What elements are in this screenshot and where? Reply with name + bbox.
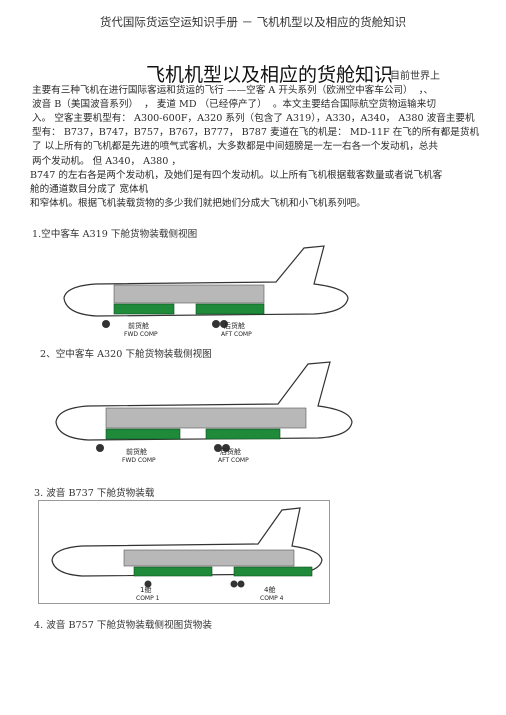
intro-line-2: 波音 B（美国波音系列） ， 麦道 MD （已经停产了） 。本文主要结合国际航空… bbox=[32, 99, 436, 110]
aft-comp-label: 后货舱 bbox=[220, 447, 241, 456]
caption-b757: 4. 波音 B757 下舱货物装载侧视图货物装 bbox=[34, 620, 212, 631]
caption-a319: 1.空中客车 A319 下舱货物装载侧视图 bbox=[32, 229, 198, 240]
comp1-en-label: COMP 1 bbox=[136, 595, 160, 602]
page-header: 货代国际货运空运知识手册 － 飞机机型以及相应的货舱知识 bbox=[99, 15, 407, 29]
intro-line-8: 舱的通道数目分成了 宽体机 bbox=[30, 184, 149, 195]
caption-b737: 3. 波音 B737 下舱货物装载 bbox=[34, 488, 155, 499]
intro-line-1: 主要有三种飞机在进行国际客运和货运的飞行 ——空客 A 开头系列（欧洲空中客车公… bbox=[32, 85, 434, 96]
comp4-en-label: COMP 4 bbox=[260, 595, 284, 602]
a320-cargo-diagram: 前货舱 FWD COMP 后货舱 AFT COMP bbox=[55, 361, 353, 464]
fwd-comp-en-label: FWD COMP bbox=[124, 331, 158, 338]
intro-line-3: 入。 空客主要机型有： A300-600F，A320 系列（包含了 A319），… bbox=[32, 113, 475, 124]
fwd-comp-label: 前货舱 bbox=[126, 447, 147, 456]
intro-line-6: 两个发动机。 但 A340， A380 ， bbox=[32, 156, 182, 167]
aft-comp-label: 后货舱 bbox=[224, 321, 245, 330]
document-title: 飞机机型以及相应的货舱知识 bbox=[146, 64, 394, 86]
comp1-label: 1舱 bbox=[140, 585, 151, 594]
intro-line-9: 和窄体机。根据飞机装载货物的多少我们就把她们分成大飞机和小飞机系列吧。 bbox=[30, 198, 366, 209]
intro-line-4: 型有： B737，B747，B757，B767，B777， B787 麦道在飞的… bbox=[32, 127, 480, 138]
fwd-comp-label: 前货舱 bbox=[128, 321, 149, 330]
intro-line-5: 了 以上所有的飞机都是先进的喷气式客机，大多数都是中间翅膀是一左一右各一个发动机… bbox=[32, 141, 438, 152]
caption-a320: 2、空中客车 A320 下舱货物装载侧视图 bbox=[40, 349, 212, 360]
comp4-label: 4舱 bbox=[264, 585, 275, 594]
fwd-comp-en-label: FWD COMP bbox=[122, 457, 156, 464]
title-trailing-text: 目前世界上 bbox=[390, 71, 440, 82]
a319-cargo-diagram: 前货舱 FWD COMP 后货舱 AFT COMP bbox=[63, 245, 349, 338]
aft-comp-en-label: AFT COMP bbox=[221, 331, 252, 338]
aft-comp-en-label: AFT COMP bbox=[218, 457, 249, 464]
b737-cargo-diagram: 1舱 COMP 1 4舱 COMP 4 bbox=[38, 500, 330, 604]
intro-line-7: B747 的左右各是两个发动机，及她们是有四个发动机。以上所有飞机根据载客数量或… bbox=[30, 170, 443, 181]
